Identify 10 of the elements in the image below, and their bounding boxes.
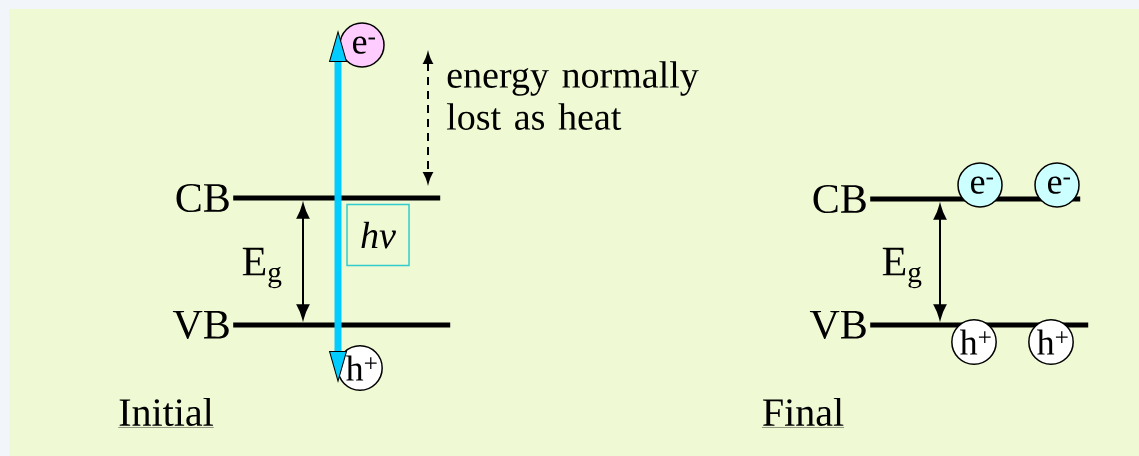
panel-title: Final [761, 397, 845, 428]
energy-level-line: VB [172, 310, 451, 340]
panel-title: Initial [118, 397, 214, 428]
photon-box: hν [346, 203, 410, 267]
arrow [933, 204, 947, 320]
edge-label: E$_{g}$ [882, 247, 922, 289]
note-text: energy normally lost as heat [447, 61, 699, 130]
arrow [296, 203, 310, 320]
arrow [329, 31, 347, 382]
edge-label: E$_{g}$ [242, 247, 282, 289]
